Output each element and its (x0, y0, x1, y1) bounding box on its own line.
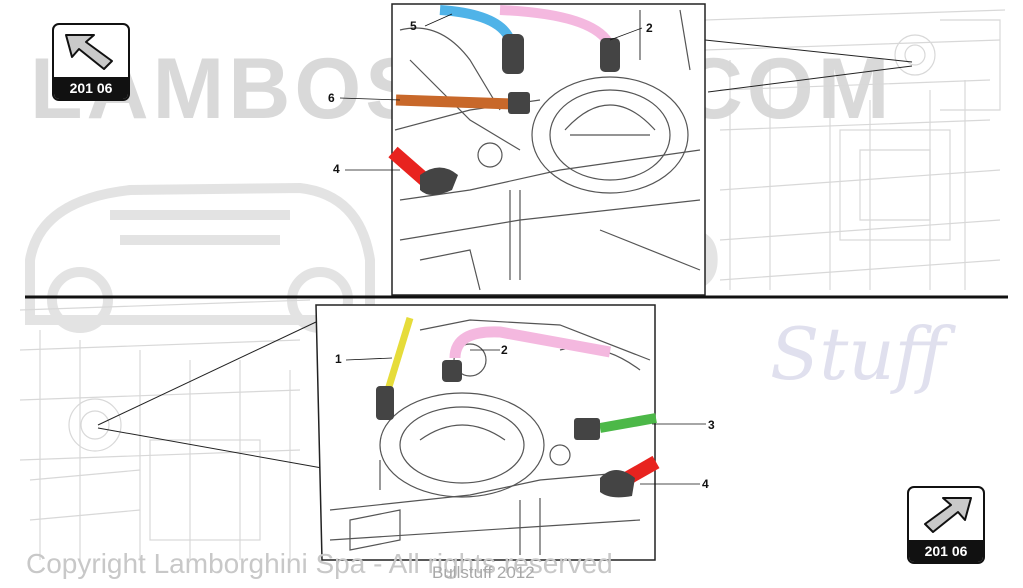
detail-leader-lines (97, 39, 913, 469)
callout-top-4: 4 (333, 162, 340, 176)
nav-prev-button[interactable]: 201 06 (52, 23, 130, 101)
background-chassis-top (704, 9, 1006, 290)
background-chassis-bottom (19, 299, 311, 560)
nav-next-button[interactable]: 201 06 (907, 486, 985, 564)
callout-bottom-2: 2 (501, 343, 508, 357)
top-detail-view (339, 3, 706, 296)
nav-next-code: 201 06 (909, 540, 983, 562)
bottom-detail-view (315, 304, 706, 561)
callout-top-2: 2 (646, 21, 653, 35)
callout-bottom-4: 4 (702, 477, 709, 491)
callout-bottom-3: 3 (708, 418, 715, 432)
bullstuff-watermark: Bullstuff 2012 (432, 563, 535, 582)
nav-prev-code: 201 06 (54, 77, 128, 99)
callout-top-6: 6 (328, 91, 335, 105)
callout-bottom-1: 1 (335, 352, 342, 366)
arrow-up-left-icon (65, 34, 113, 70)
copyright-watermark: Copyright Lamborghini Spa - All rights r… (26, 548, 613, 579)
watermark-stuff: Stuff (770, 312, 946, 396)
callout-top-5: 5 (410, 19, 417, 33)
car-silhouette-watermark (25, 182, 375, 333)
arrow-up-right-icon (924, 497, 972, 533)
